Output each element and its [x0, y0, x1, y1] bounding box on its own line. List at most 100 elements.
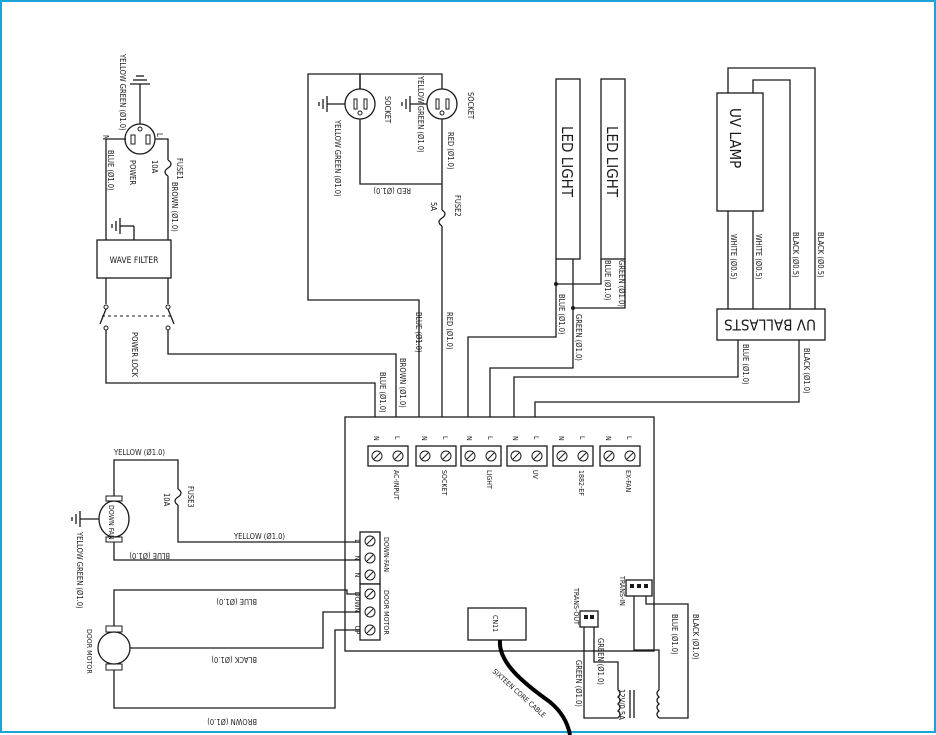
terminal-screw: [371, 450, 383, 462]
socket-2: [426, 88, 458, 120]
terminal-block: [367, 445, 409, 467]
uv-white-1: WHITE (Ø0.5): [729, 234, 738, 280]
led-blue-1: BLUE (Ø1.0): [603, 260, 612, 301]
wave-filter-label: WAVE FILTER: [110, 256, 160, 266]
trans-in-connector: [625, 579, 653, 597]
down-fan-terminal-label: DOWN-FAN: [382, 537, 390, 572]
terminal-screw: [510, 450, 522, 462]
door-motor-terminal: [359, 583, 381, 641]
terminal-screw-slot: [466, 452, 474, 460]
led-light-1: [555, 78, 581, 260]
socket-blue-label: BLUE (Ø1.0): [414, 312, 423, 353]
terminal-ex-fan: N L EX-FAN: [599, 436, 641, 493]
terminal-screw-slot: [626, 452, 634, 460]
terminal-screw: [603, 450, 615, 462]
terminal-screw-slot: [533, 452, 541, 460]
socket-1: [344, 88, 376, 120]
fuse1-label: FUSE1: [175, 158, 184, 180]
motor-black-label: BLACK (Ø1.0): [211, 655, 257, 664]
motor-blue-label: BLUE (Ø1.0): [216, 597, 257, 606]
uv-blue-label: BLUE (Ø1.0): [741, 344, 750, 385]
terminal-screw-slot: [512, 452, 520, 460]
uv-black-label: BLACK (Ø1.0): [802, 348, 811, 394]
trans-green-2: GREEN (Ø1.0): [574, 660, 583, 707]
ac-brown-label: BROWN (Ø1.0): [398, 358, 407, 408]
terminal-label: SOCKET: [440, 470, 448, 495]
led-light-2-label: LED LIGHT: [603, 126, 621, 198]
cn11-connector: [467, 607, 527, 641]
terminal-screw: [485, 450, 497, 462]
wave-filter-box: [96, 239, 172, 279]
terminal-pin-l: L: [441, 436, 449, 440]
led-green-2: GREEN (Ø1.0): [574, 314, 583, 361]
terminal-screw: [577, 450, 589, 462]
led-junction-2: [571, 306, 575, 310]
door-motor: [97, 625, 131, 671]
transformer-label: 12V/0.5A: [617, 689, 626, 720]
uv-ballasts-label: UV BALLASTS: [724, 316, 816, 334]
down-fan-pin-n2: N: [353, 573, 361, 578]
terminal-socket: N L SOCKET: [415, 436, 457, 495]
uv-lamp-box: [716, 92, 764, 212]
fuse1-rating: 10A: [150, 160, 159, 174]
transformer-coil: [617, 689, 660, 719]
terminal-pin-n: N: [372, 436, 380, 441]
terminal-label: AC-INPUT: [392, 470, 400, 500]
terminal-screw-slot: [605, 452, 613, 460]
terminal-pin-n: N: [420, 436, 428, 441]
terminal-pin-n: N: [511, 436, 519, 441]
down-fan-label: DOWN FAN: [107, 505, 115, 540]
socket-yellow-green-left: YELLOW GREEN (Ø1.0): [333, 119, 342, 197]
terminal-block: [415, 445, 457, 467]
down-fan-pin-n1: N: [353, 556, 361, 561]
led-light-2: [600, 78, 626, 260]
power-plug: [124, 123, 156, 155]
door-pin-down: DOWN: [353, 592, 361, 613]
terminal-screw-slot: [558, 452, 566, 460]
power-l-label: L: [155, 133, 164, 137]
socket-red-down-label: RED (Ø1.0): [445, 312, 454, 350]
terminal-block: [599, 445, 641, 467]
trans-black: BLACK (Ø1.0): [691, 614, 700, 660]
terminal-label: 1882-EF: [577, 470, 585, 496]
terminal-pin-n: N: [557, 436, 565, 441]
led-light-1-label: LED LIGHT: [558, 126, 576, 198]
terminal-screw: [464, 450, 476, 462]
trans-in-label: TRANS-IN: [618, 575, 626, 606]
fuse3-label: FUSE3: [186, 486, 195, 508]
terminal-block: [552, 445, 594, 467]
down-fan-motor: [98, 495, 130, 543]
terminal-screw-slot: [421, 452, 429, 460]
terminal-screw: [440, 450, 452, 462]
motor-brown-label: BROWN (Ø1.0): [207, 717, 257, 726]
ac-blue-label: BLUE (Ø1.0): [378, 372, 387, 413]
terminal-screw-slot: [373, 452, 381, 460]
fan-blue-label: BLUE (Ø1.0): [129, 551, 170, 560]
terminal-screw-slot: [394, 452, 402, 460]
terminal-screw: [531, 450, 543, 462]
terminal-block: [506, 445, 548, 467]
terminal-screw-slot: [579, 452, 587, 460]
terminal-pin-n: N: [604, 436, 612, 441]
down-fan-pin-l: L: [353, 539, 361, 543]
terminal-1882-ef: N L 1882-EF: [552, 436, 594, 496]
power-blue-label: BLUE (Ø1.0): [106, 150, 115, 191]
ground-symbol-socket2: [401, 96, 427, 112]
trans-out-connector: [579, 610, 599, 628]
power-n-label: N: [101, 135, 110, 140]
terminal-screw: [392, 450, 404, 462]
fan-yellow-top: YELLOW (Ø1.0): [113, 448, 165, 457]
socket-yellow-green-right: YELLOW GREEN (Ø1.0): [416, 75, 425, 153]
terminal-label: EX-FAN: [624, 470, 632, 493]
terminal-pin-l: L: [625, 436, 633, 440]
uv-white-2: WHITE (Ø0.5): [754, 234, 763, 280]
socket-red-bottom: RED (Ø1.0): [373, 186, 411, 195]
terminal-pin-l: L: [578, 436, 586, 440]
uv-lamp-label: UV LAMP: [726, 108, 744, 168]
uv-ballasts-box: [716, 308, 826, 341]
